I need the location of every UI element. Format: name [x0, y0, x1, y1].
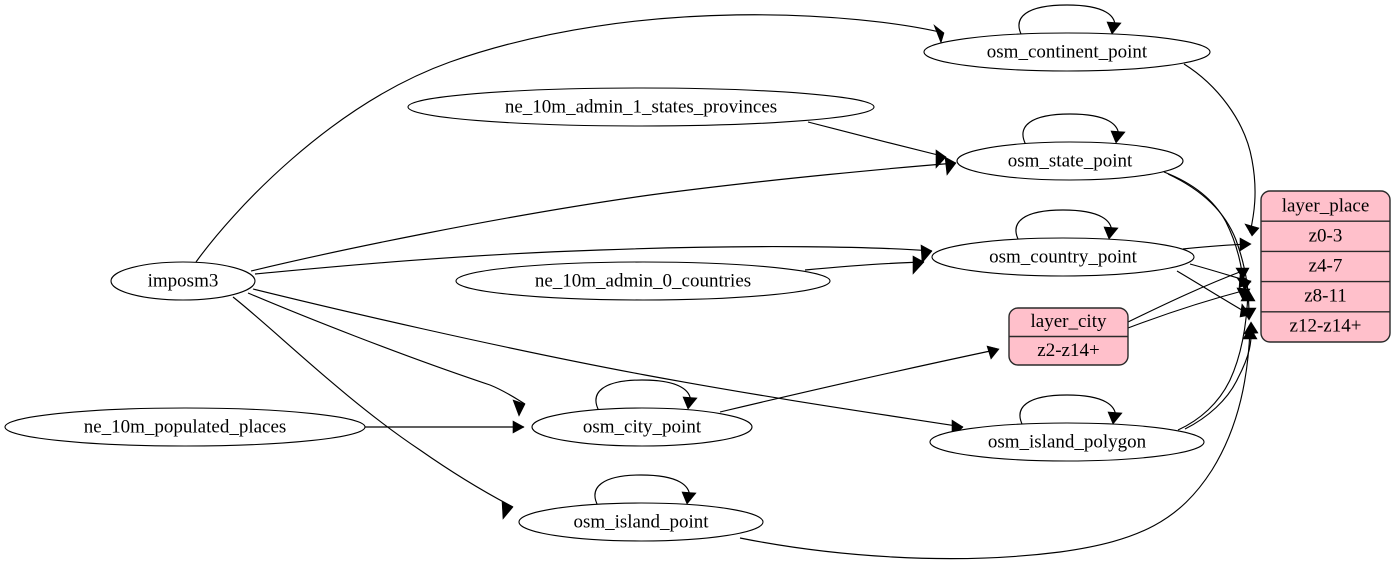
edge-imposm3-to-osm-island-point	[232, 296, 514, 520]
self-loop-osm-continent-point	[1018, 4, 1122, 37]
self-loop-osm-island-point	[594, 474, 697, 507]
edge-layer-city-to-layer-place-z4-7	[1127, 267, 1250, 323]
node-osm-island-point[interactable]: osm_island_point	[518, 502, 764, 542]
node-osm-island-polygon[interactable]: osm_island_polygon	[929, 422, 1205, 462]
edge-osm-city-point-to-layer-city	[719, 345, 1000, 413]
record-node-layer: layer_place z0-3 z4-7 z8-11 z12-z14+ lay…	[1008, 190, 1391, 366]
node-osm-city-point[interactable]: osm_city_point	[531, 407, 753, 447]
edge-osm-continent-point-to-layer-place-z0-3	[1183, 63, 1260, 237]
edge-imposm3-to-osm-city-point	[247, 292, 526, 417]
edge-layer-city-to-layer-place-z8-11	[1127, 287, 1251, 329]
edge-imposm3-to-osm-state-point	[250, 156, 957, 272]
edge-ne-admin1-to-osm-state-point	[807, 121, 947, 169]
edge-osm-country-point-to-layer-place-z8-11	[1189, 263, 1252, 289]
edge-osm-island-point-to-layer-place-z12-z14	[739, 326, 1258, 560]
edge-imposm3-to-osm-continent-point	[195, 14, 945, 263]
node-ne-10m-populated-places[interactable]: ne_10m_populated_places	[4, 407, 366, 447]
node-osm-country-point[interactable]: osm_country_point	[931, 237, 1195, 277]
edge-osm-country-point-to-layer-place-z12-z14	[1176, 270, 1251, 318]
edge-imposm3-to-osm-country-point	[254, 244, 933, 275]
node-layer: imposm3 ne_10m_populated_places ne_10m_a…	[4, 32, 1211, 542]
edge-ne-admin0-to-osm-country-point	[804, 255, 925, 275]
edge-ne-populated-to-osm-city-point	[365, 420, 525, 434]
node-osm-state-point[interactable]: osm_state_point	[956, 141, 1184, 181]
self-loop-osm-island-polygon	[1019, 394, 1123, 427]
self-loop-osm-city-point	[595, 379, 698, 412]
self-loop-osm-country-point	[1015, 209, 1119, 242]
node-imposm3[interactable]: imposm3	[110, 261, 256, 301]
node-osm-continent-point[interactable]: osm_continent_point	[923, 32, 1211, 72]
edge-layer	[195, 14, 1260, 560]
record-node-layer-city[interactable]: layer_city z2-z14+	[1008, 307, 1129, 366]
node-ne-10m-admin-1-states-provinces[interactable]: ne_10m_admin_1_states_provinces	[407, 87, 875, 127]
record-node-layer-place[interactable]: layer_place z0-3 z4-7 z8-11 z12-z14+	[1260, 190, 1391, 343]
node-ne-10m-admin-0-countries[interactable]: ne_10m_admin_0_countries	[455, 261, 831, 301]
edge-osm-country-point-to-layer-place-z4-7	[1182, 237, 1252, 252]
self-loop-layer	[594, 4, 1126, 507]
self-loop-osm-state-point	[1022, 113, 1126, 146]
